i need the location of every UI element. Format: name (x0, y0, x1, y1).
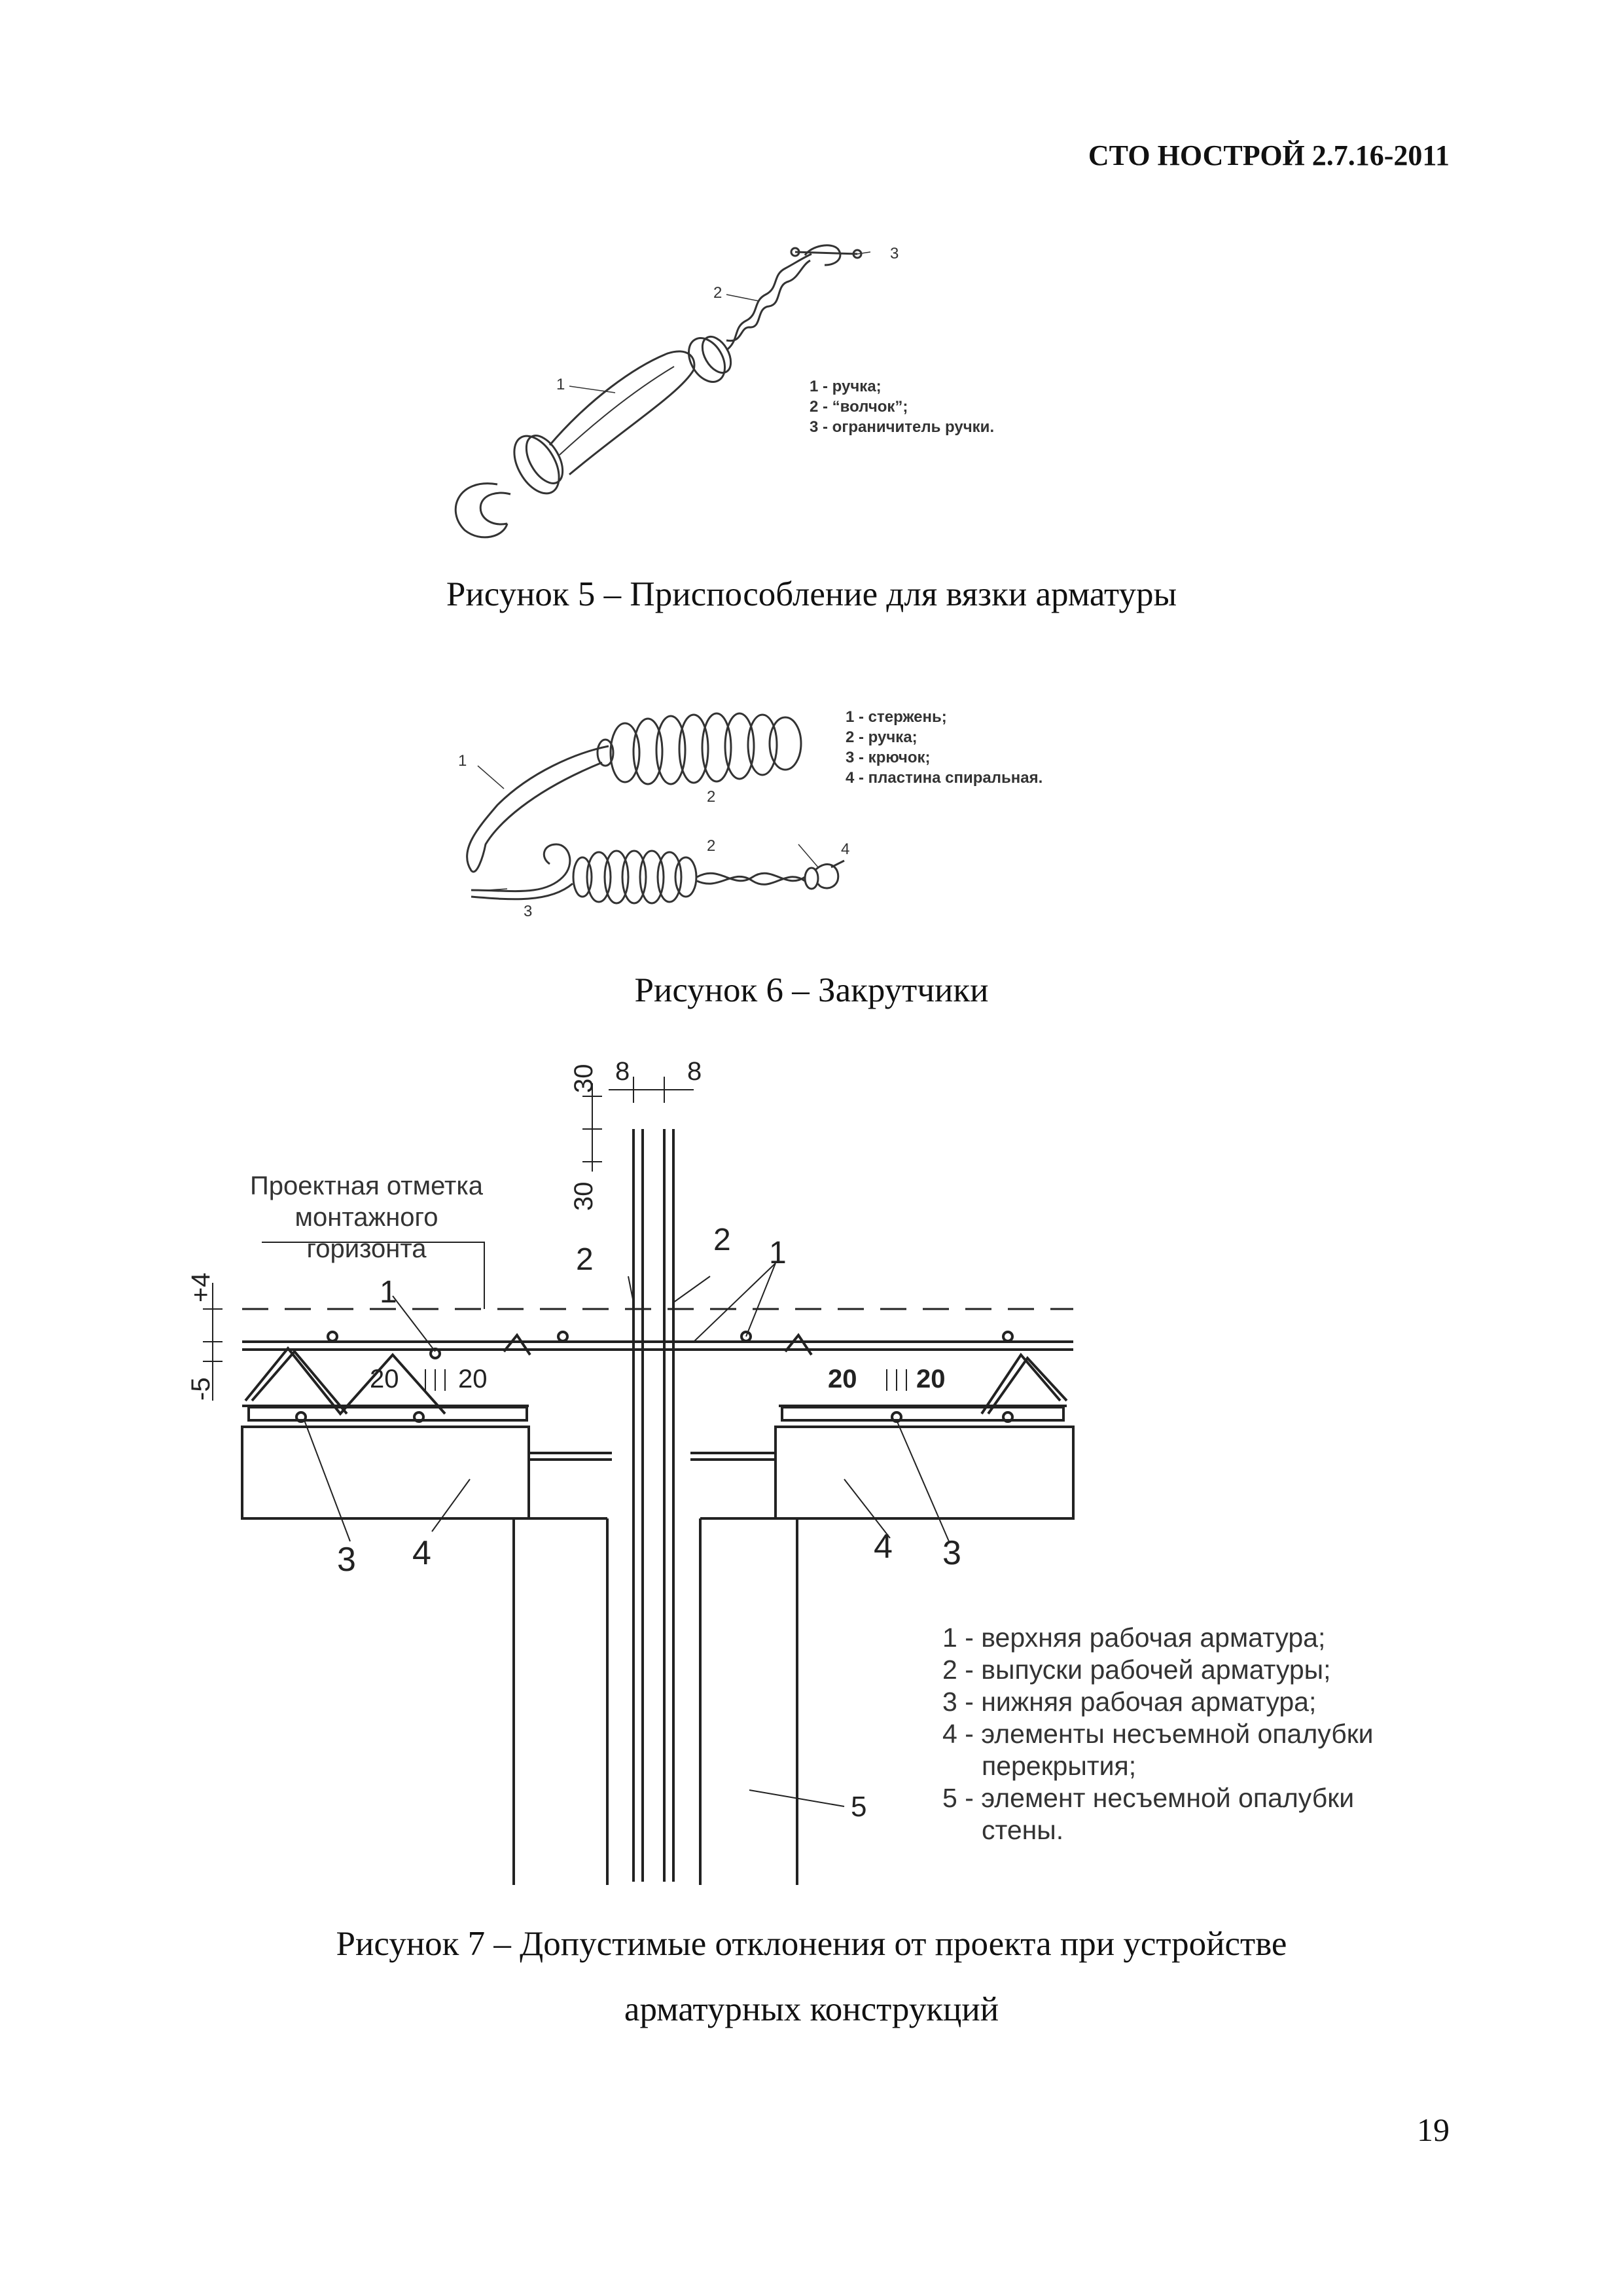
callout-1-left: 1 (380, 1275, 397, 1310)
figure7-legend: 1 - верхняя рабочая арматура; 2 - выпуск… (942, 1622, 1374, 1846)
figure6-legend: 1 - стержень; 2 - ручка; 3 - крючок; 4 -… (846, 707, 1043, 788)
dim-8-left: 8 (615, 1057, 630, 1086)
legend-item: 1 - ручка; (810, 378, 882, 395)
fig5-callout-2: 2 (713, 284, 722, 302)
dim-8-right: 8 (687, 1057, 702, 1086)
figure7-drawing: 30 30 8 8 +4 -5 20 20 20 20 1 1 2 2 3 3 … (187, 1057, 1075, 1885)
fig6-callout-1: 1 (458, 752, 467, 770)
legend-item: 5 - элемент несъемной опалубки (942, 1783, 1355, 1813)
legend-item: 4 - пластина спиральная. (846, 769, 1043, 787)
dim-30-bottom: 30 (569, 1182, 598, 1211)
legend-item: 2 - “волчок”; (810, 398, 908, 416)
page-number: 19 (1417, 2111, 1450, 2148)
dim-plus4: +4 (187, 1272, 215, 1302)
figure7-caption-line1: Рисунок 7 – Допустимые отклонения от про… (336, 1925, 1287, 1963)
legend-item: 1 - стержень; (846, 708, 947, 726)
callout-3-left: 3 (337, 1541, 356, 1579)
callout-2-left: 2 (576, 1242, 594, 1277)
legend-item: 2 - ручка; (846, 728, 918, 746)
callout-3-right: 3 (942, 1534, 961, 1572)
legend-item-continuation: перекрытия; (982, 1751, 1137, 1781)
dim-30-top: 30 (569, 1064, 598, 1094)
legend-item: 3 - ограничитель ручки. (810, 418, 995, 436)
legend-item: 3 - нижняя рабочая арматура; (942, 1687, 1317, 1717)
callout-4-left: 4 (412, 1534, 431, 1572)
fig6-callout-3: 3 (524, 903, 532, 920)
fig5-callout-3: 3 (890, 245, 899, 262)
callout-2-right: 2 (713, 1223, 731, 1257)
figure6-drawing: 1 2 2 3 4 (458, 712, 849, 920)
figure5-drawing: 1 2 3 (454, 244, 899, 539)
fig6-callout-2-top: 2 (707, 788, 715, 806)
fig5-callout-1: 1 (556, 376, 565, 393)
level-note-line: Проектная отметка (250, 1172, 483, 1200)
dim-20-c: 20 (828, 1365, 857, 1393)
dim-20-a: 20 (370, 1365, 399, 1393)
dim-20-b: 20 (458, 1365, 488, 1393)
document-id-header: СТО НОСТРОЙ 2.7.16-2011 (1088, 139, 1450, 171)
level-note: Проектная отметка монтажного горизонта (226, 1170, 507, 1265)
legend-item-continuation: стены. (982, 1815, 1064, 1845)
dim-minus5: -5 (187, 1377, 215, 1401)
fig6-callout-4: 4 (841, 840, 849, 858)
callout-1-right: 1 (769, 1236, 787, 1270)
figure5-caption: Рисунок 5 – Приспособление для вязки арм… (446, 575, 1177, 613)
dim-20-d: 20 (916, 1365, 946, 1393)
legend-item: 1 - верхняя рабочая арматура; (942, 1623, 1326, 1653)
legend-item: 4 - элементы несъемной опалубки (942, 1719, 1374, 1749)
callout-5: 5 (851, 1791, 866, 1823)
level-note-line: монтажного (294, 1203, 438, 1232)
figure6-caption: Рисунок 6 – Закрутчики (634, 971, 989, 1009)
fig6-callout-2-bottom: 2 (707, 837, 715, 855)
figure7-caption-line2: арматурных конструкций (624, 1990, 999, 2028)
callout-4-right: 4 (874, 1528, 893, 1566)
legend-item: 2 - выпуски рабочей арматуры; (942, 1655, 1331, 1685)
legend-item: 3 - крючок; (846, 749, 931, 766)
level-note-line: горизонта (306, 1234, 427, 1263)
figure5-legend: 1 - ручка; 2 - “волчок”; 3 - ограничител… (810, 376, 994, 437)
